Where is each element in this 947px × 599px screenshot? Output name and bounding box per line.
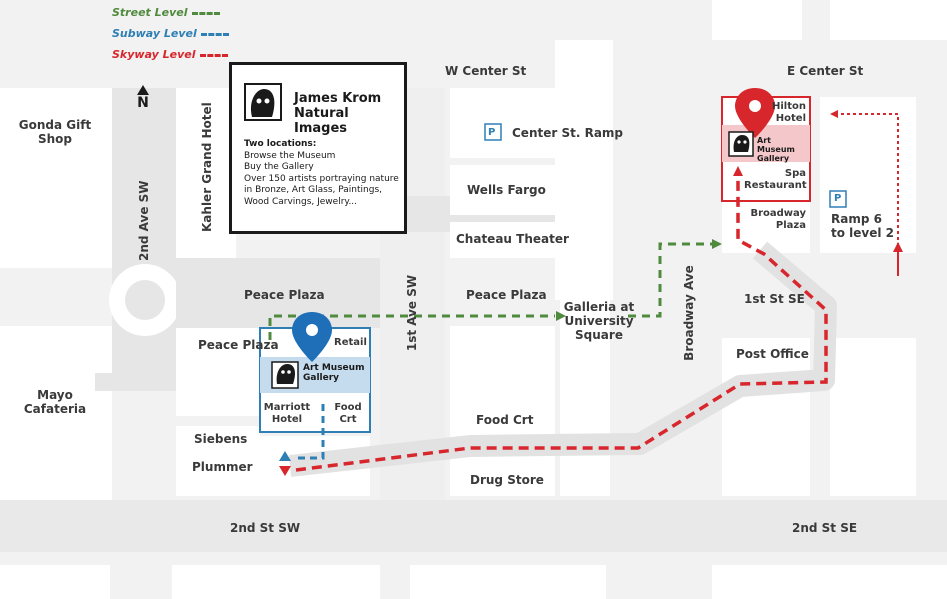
building-kahler <box>176 88 236 258</box>
gallery-logo-icon <box>244 83 282 121</box>
pin-blue-icon <box>292 312 332 362</box>
building-chateau <box>450 222 555 258</box>
route-skyway-ramp-arrow <box>830 110 838 118</box>
parking-label-ramp6: P <box>834 193 842 204</box>
pin-red-icon <box>735 88 775 138</box>
place-post-office: Post Office <box>736 347 809 361</box>
place-kahler: Kahler Grand Hotel <box>200 102 214 232</box>
building-center-ramp <box>450 88 555 158</box>
building-tall-center <box>555 0 613 300</box>
place-center-ramp: Center St. Ramp <box>512 126 624 140</box>
building-food-court <box>450 326 555 496</box>
building-wells-fargo <box>450 165 555 215</box>
info-line3: Buy the Gallery <box>244 162 314 172</box>
place-wells-fargo: Wells Fargo <box>467 183 546 197</box>
route-skyway-arrow-end <box>733 166 743 176</box>
route-subway-arrow <box>279 451 291 461</box>
building-right-south <box>830 338 916 496</box>
parking-icon-ramp6 <box>829 190 847 208</box>
route-street-arrow-a <box>556 311 566 321</box>
place-gallery-left: Art Museum Gallery <box>303 363 365 383</box>
place-ramp6: Ramp 6 <box>831 212 882 226</box>
building-mayo <box>0 326 112 500</box>
top-right-band <box>610 0 715 40</box>
legend-street: Street Level <box>112 6 220 19</box>
street-2nd-st-sw: 2nd St SW <box>230 521 301 535</box>
building-siebens <box>176 426 260 496</box>
north-arrow-icon: N <box>135 85 151 111</box>
place-peace-plaza-right: Peace Plaza <box>466 288 547 302</box>
parking-icon-center <box>484 123 502 141</box>
place-broadway-plaza: Broadway Plaza <box>750 208 806 231</box>
street-1st-ave-sw: 1st Ave SW <box>405 274 419 352</box>
place-gallery-right: Art Museum Gallery <box>757 136 795 163</box>
building-ramp6 <box>820 97 916 253</box>
building-bottom-left <box>0 565 110 599</box>
place-siebens: Siebens <box>194 432 248 446</box>
gallery-info-box: James Krom Natural Images Two locations:… <box>229 62 407 234</box>
plaza-2nd-ave <box>112 88 176 388</box>
street-broadway-ave: Broadway Ave <box>682 265 696 361</box>
route-skyway-ramp <box>838 113 899 252</box>
place-chateau: Chateau Theater <box>456 232 569 246</box>
street-w-center: W Center St <box>445 64 527 78</box>
info-body: Two locations: Browse the Museum Buy the… <box>244 139 404 208</box>
building-bottom-a <box>172 565 380 599</box>
face-icon-right <box>728 131 754 157</box>
building-galleria <box>560 300 610 496</box>
place-hilton: Hilton Hotel <box>772 101 806 124</box>
place-plummer: Plummer <box>192 460 253 474</box>
skyway-corridor <box>288 241 837 477</box>
legend-subway: Subway Level <box>112 27 229 40</box>
place-drug-store: Drug Store <box>470 473 544 487</box>
route-skyway-arrow-start <box>279 466 291 476</box>
place-spa: Spa Restaurant <box>744 168 807 191</box>
place-food-crt-left: Food Crt <box>334 402 362 425</box>
street-e-center: E Center St <box>787 64 864 78</box>
route-street-right <box>628 242 712 318</box>
info-line4: Over 150 artists portraying nature in Br… <box>244 173 399 207</box>
route-ramp-arrow <box>893 242 903 252</box>
info-line2: Browse the Museum <box>244 150 336 161</box>
place-mayo: Mayo Cafateria <box>23 388 87 416</box>
roundabout-center <box>125 280 165 320</box>
building-peace-plaza-left <box>176 328 260 416</box>
building-gonda <box>0 88 112 268</box>
route-street-arrow-b <box>712 239 722 249</box>
top-block-b <box>830 0 947 40</box>
building-bottom-b <box>410 565 606 599</box>
info-title: James Krom Natural Images <box>294 91 382 136</box>
street-1st-st-se: 1st St SE <box>744 292 805 306</box>
place-food-crt: Food Crt <box>476 413 534 427</box>
road-2nd-st <box>0 500 947 552</box>
parking-label-center: P <box>488 127 496 138</box>
place-peace-plaza-top: Peace Plaza <box>244 288 325 302</box>
route-street-left <box>268 314 555 340</box>
place-gonda: Gonda Gift Shop <box>18 118 92 146</box>
top-block-a <box>712 0 802 40</box>
street-2nd-ave-sw: 2nd Ave SW <box>137 180 151 261</box>
face-icon-left <box>271 361 299 389</box>
place-ramp6-sub: to level 2 <box>831 226 895 240</box>
route-skyway <box>295 176 828 472</box>
street-2nd-st-se: 2nd St SE <box>792 521 858 535</box>
legend-skyway: Skyway Level <box>112 48 228 61</box>
place-galleria: Galleria at University Square <box>563 300 635 342</box>
place-peace-plaza-left: Peace Plaza <box>198 338 279 352</box>
building-post-office <box>722 338 810 496</box>
info-line1: Two locations: <box>244 139 317 149</box>
route-subway <box>294 404 325 460</box>
building-bottom-c <box>712 565 947 599</box>
place-marriott: Marriott Hotel <box>263 402 311 425</box>
place-retail: Retail <box>334 337 367 348</box>
